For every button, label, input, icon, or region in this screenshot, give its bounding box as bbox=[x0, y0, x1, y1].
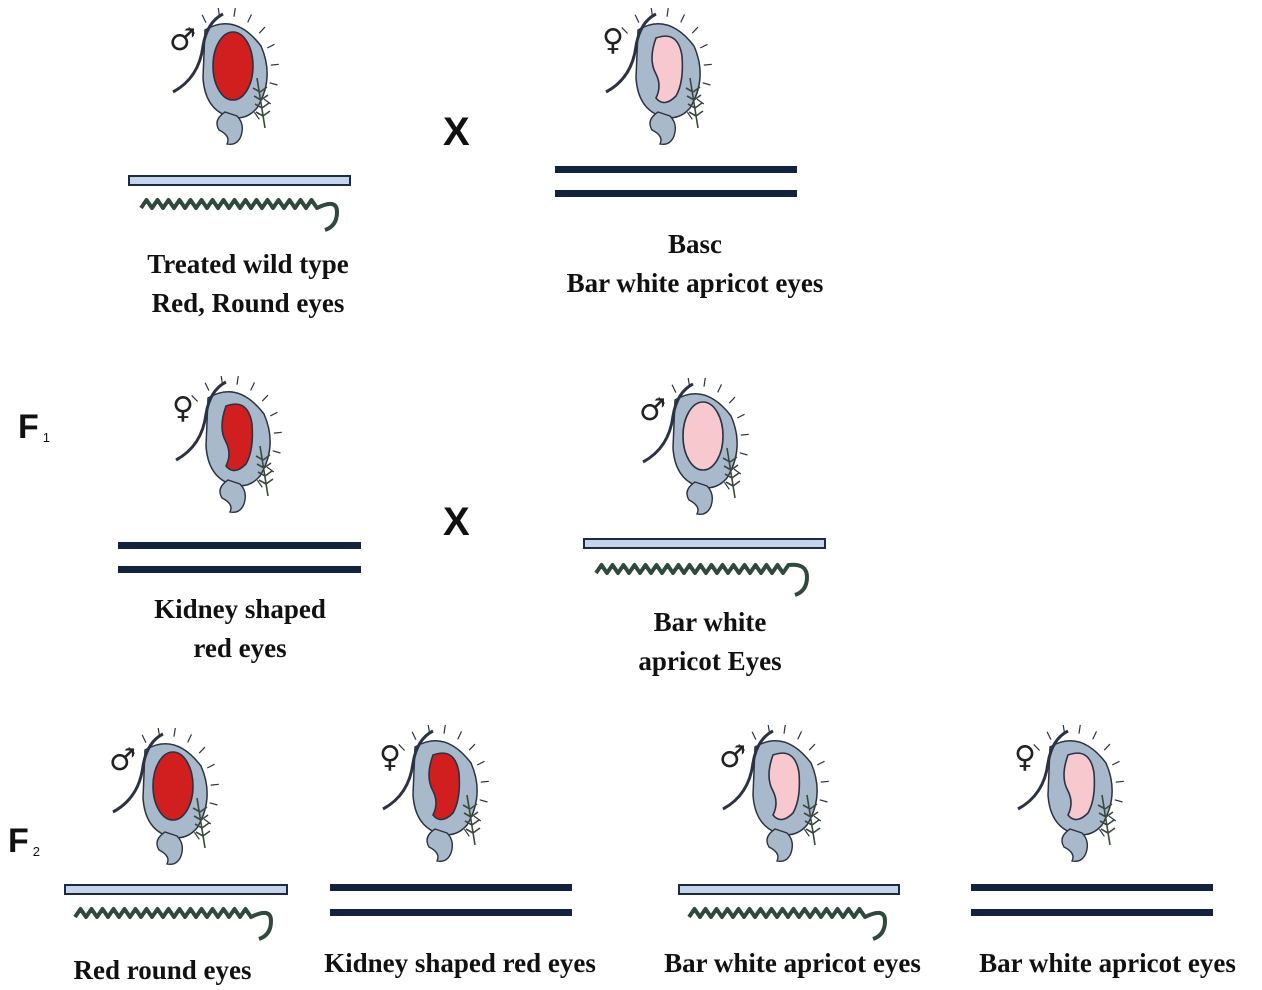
x-chromosome-bar bbox=[555, 190, 797, 197]
female-symbol: ♀ bbox=[379, 740, 401, 775]
y-chromosome bbox=[593, 561, 813, 603]
x-chromosome bbox=[128, 175, 351, 186]
x-chromosome-bar bbox=[971, 884, 1213, 891]
caption-line: Bar white apricot eyes bbox=[545, 264, 845, 303]
fly-f2-2: ♀ bbox=[375, 725, 495, 867]
caption-line: Treated wild type bbox=[108, 245, 388, 284]
f1-female-caption: Kidney shaped red eyes bbox=[100, 590, 380, 668]
proboscis bbox=[427, 829, 452, 861]
parent-male-caption: Treated wild type Red, Round eyes bbox=[108, 245, 388, 323]
fly-f2-3: ♂ bbox=[715, 725, 835, 867]
caption-line: Bar white bbox=[570, 603, 850, 642]
f2-caption-3: Bar white apricot eyes bbox=[645, 944, 940, 983]
y-chromosome bbox=[72, 905, 277, 947]
male-symbol: ♂ bbox=[639, 393, 666, 428]
fly-parent-male: ♂ bbox=[165, 8, 285, 150]
x-chromosome-bar bbox=[118, 566, 361, 573]
male-symbol: ♂ bbox=[169, 23, 196, 58]
male-symbol: ♂ bbox=[719, 740, 746, 775]
fly-f1-female: ♀ bbox=[168, 376, 288, 518]
x-chromosome-bar bbox=[330, 884, 572, 891]
f1-male-caption: Bar white apricot Eyes bbox=[570, 603, 850, 681]
caption-line: Kidney shaped bbox=[100, 590, 380, 629]
x-chromosome-bar bbox=[971, 909, 1213, 916]
proboscis bbox=[687, 482, 712, 514]
proboscis bbox=[220, 480, 245, 512]
cross-symbol-f1: X bbox=[443, 500, 470, 545]
proboscis bbox=[1062, 829, 1087, 861]
female-symbol: ♀ bbox=[172, 391, 194, 426]
fly-f2-1: ♂ bbox=[105, 728, 225, 870]
x-chromosome-bar bbox=[118, 542, 361, 549]
fly-f2-4: ♀ bbox=[1010, 725, 1130, 867]
caption-line: Red, Round eyes bbox=[108, 284, 388, 323]
caption-line: apricot Eyes bbox=[570, 642, 850, 681]
compound-eye bbox=[153, 752, 193, 820]
x-chromosome-bar bbox=[555, 166, 797, 173]
f2-caption-4: Bar white apricot eyes bbox=[960, 944, 1255, 983]
y-chromosome bbox=[138, 196, 343, 238]
proboscis bbox=[157, 832, 182, 864]
female-symbol: ♀ bbox=[602, 23, 624, 58]
proboscis bbox=[217, 112, 242, 144]
cross-symbol-parents: X bbox=[443, 110, 470, 155]
x-chromosome-bar bbox=[330, 909, 572, 916]
caption-line: Basc bbox=[545, 225, 845, 264]
caption-line: red eyes bbox=[100, 629, 380, 668]
compound-eye bbox=[213, 32, 253, 100]
male-symbol: ♂ bbox=[109, 743, 136, 778]
parent-female-caption: Basc Bar white apricot eyes bbox=[545, 225, 845, 303]
x-chromosome bbox=[583, 538, 826, 549]
f2-caption-1: Red round eyes bbox=[30, 951, 295, 990]
x-chromosome bbox=[64, 884, 288, 895]
proboscis bbox=[650, 112, 675, 144]
f2-caption-2: Kidney shaped red eyes bbox=[310, 944, 610, 983]
proboscis bbox=[767, 829, 792, 861]
female-symbol: ♀ bbox=[1014, 740, 1036, 775]
fly-f1-male: ♂ bbox=[635, 378, 755, 520]
fly-parent-female: ♀ bbox=[598, 8, 718, 150]
x-chromosome bbox=[678, 884, 900, 895]
y-chromosome bbox=[686, 905, 891, 947]
compound-eye bbox=[683, 402, 723, 470]
